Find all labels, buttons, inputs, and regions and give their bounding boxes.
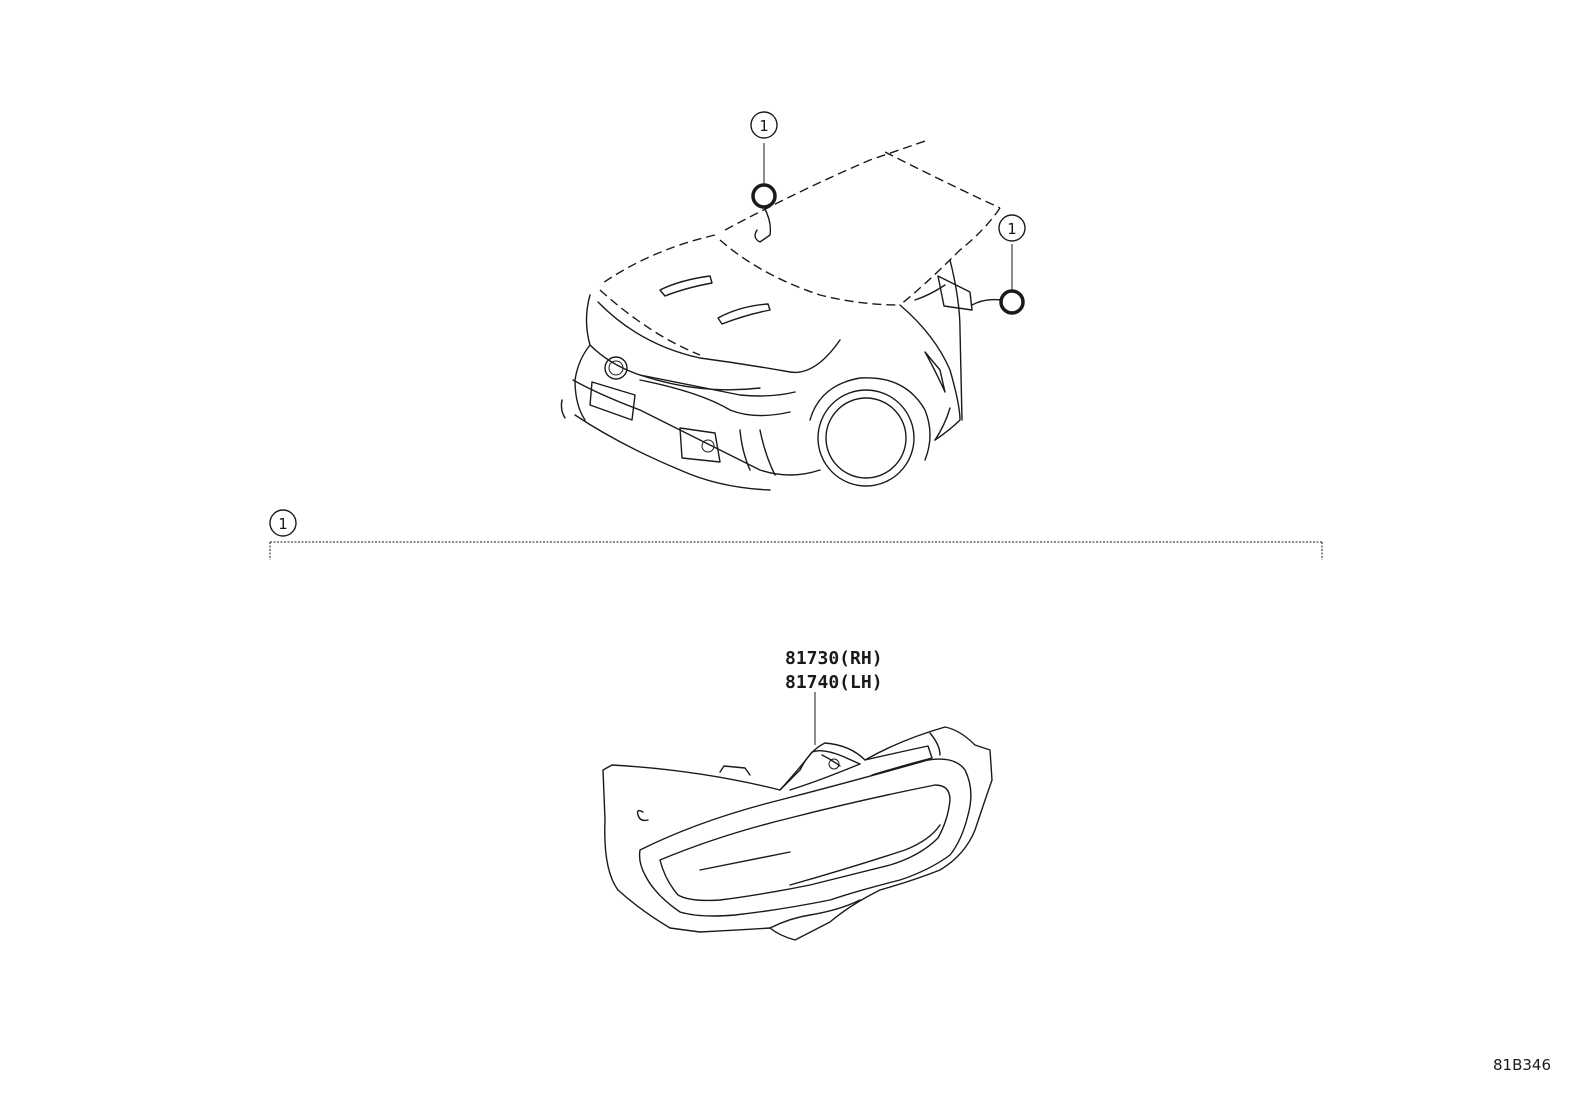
svg-text:1: 1: [278, 515, 288, 533]
section-bracket: 1: [269, 509, 1323, 560]
svg-text:1: 1: [1007, 220, 1017, 238]
car-front-illustration: [560, 139, 1001, 491]
callout-1-hood: 1: [750, 111, 778, 139]
diagram-reference-code: 81B346: [1493, 1056, 1551, 1074]
svg-text:1: 1: [759, 117, 769, 135]
part-number-rh: 81730(RH): [785, 648, 883, 669]
callout-1-fender: 1: [998, 214, 1026, 242]
lamp-location-marker-fender: [971, 244, 1025, 315]
side-turn-signal-lamp-illustration: [602, 726, 993, 941]
part-labels: 81730(RH) 81740(LH): [785, 648, 883, 745]
part-number-lh: 81740(LH): [785, 672, 883, 693]
lamp-location-marker-hood: [751, 143, 777, 243]
